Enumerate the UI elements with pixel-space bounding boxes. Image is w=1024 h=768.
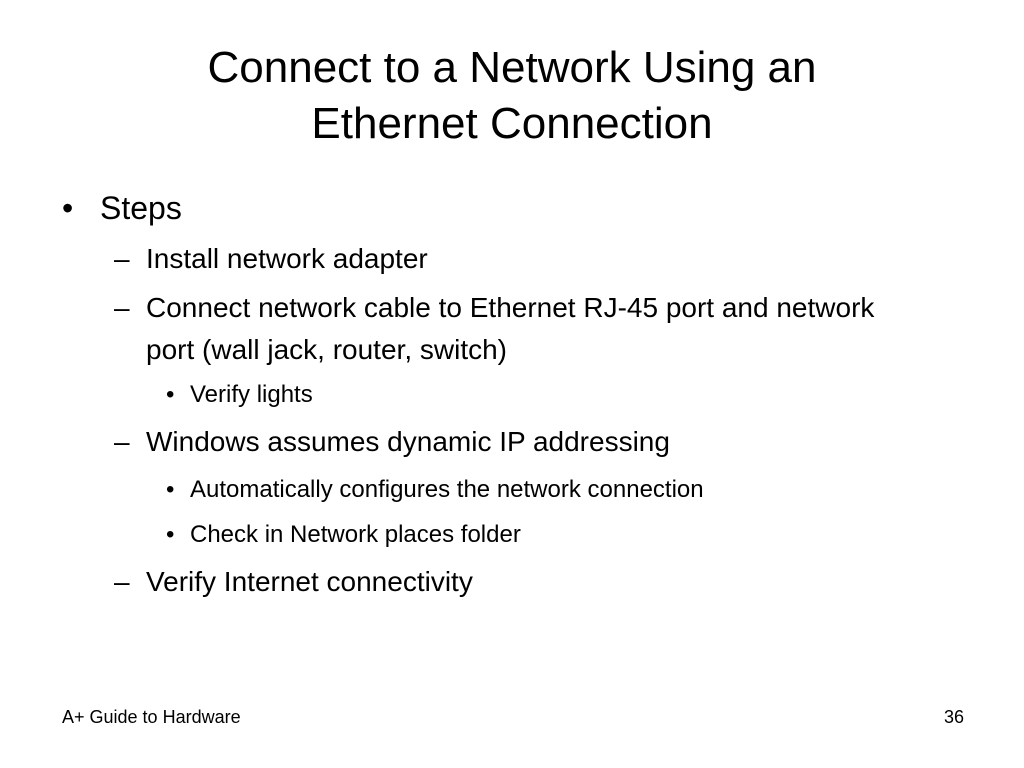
sub-bullet-connect-cable: – Connect network cable to Ethernet RJ-4… (114, 287, 926, 371)
bullet-text: Check in Network places folder (190, 521, 521, 548)
sub-bullet-install-adapter: – Install network adapter (114, 238, 926, 280)
bullet-text: Windows assumes dynamic IP addressing (146, 426, 670, 457)
bullet-text: Connect network cable to Ethernet RJ-45 … (146, 292, 875, 365)
slide-title: Connect to a Network Using an Ethernet C… (100, 40, 924, 152)
dash-marker: – (114, 426, 130, 457)
dash-marker: – (114, 566, 130, 597)
bullet-marker: • (166, 476, 175, 503)
dash-marker: – (114, 292, 130, 323)
sub-sub-bullet-network-places: • Check in Network places folder (166, 519, 910, 551)
sub-bullet-dynamic-ip: – Windows assumes dynamic IP addressing (114, 421, 926, 463)
slide-title-line-1: Connect to a Network Using an (207, 43, 817, 92)
bullet-marker: • (166, 381, 175, 408)
bullet-marker: • (166, 521, 175, 548)
bullet-text: Automatically configures the network con… (190, 476, 704, 503)
footer-course-title: A+ Guide to Hardware (62, 707, 241, 727)
bullet-steps: • Steps (62, 187, 182, 229)
bullet-text: Verify Internet connectivity (146, 566, 473, 597)
bullet-text: Steps (100, 190, 182, 226)
sub-sub-bullet-auto-config: • Automatically configures the network c… (166, 474, 910, 506)
footer-page-number: 36 (943, 707, 964, 727)
slide-title-line-2: Ethernet Connection (311, 99, 713, 148)
bullet-text: Install network adapter (146, 243, 428, 274)
sub-sub-bullet-verify-lights: • Verify lights (166, 379, 910, 411)
bullet-text: Verify lights (190, 381, 313, 408)
sub-bullet-verify-internet: – Verify Internet connectivity (114, 561, 926, 603)
dash-marker: – (114, 243, 130, 274)
bullet-marker: • (62, 190, 74, 226)
